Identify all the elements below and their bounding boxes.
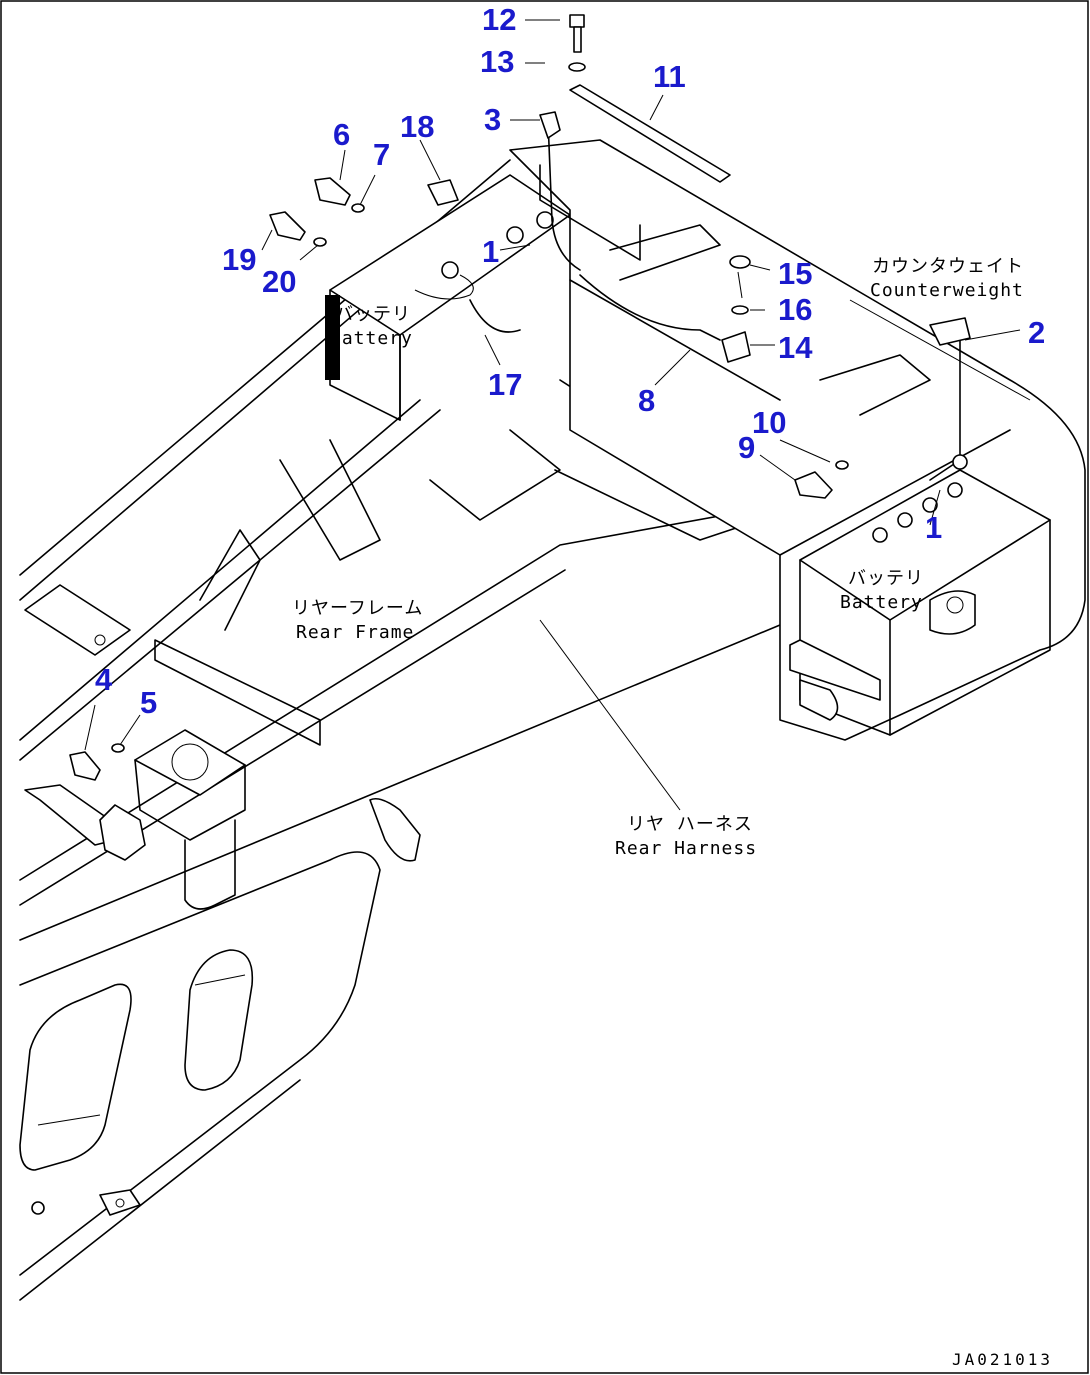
annotations: バッテリ Battery カウンタウェイト Counterweight バッテリ… [292,256,1053,1369]
callout-1-left: 1 [482,234,499,269]
harness-part-8 [579,274,721,341]
callout-3: 3 [484,102,501,137]
counterweight [509,139,1086,741]
plate-part-11 [569,84,731,183]
clamp-part-14 [721,331,751,363]
callout-11: 11 [653,59,686,94]
rear-harness-label-en: Rear Harness [615,838,757,859]
cap-part-15 [729,255,751,269]
bolt-part-9 [794,471,833,499]
leader-lines [84,19,1031,811]
inspection-hole-left [19,983,132,1171]
callout-labels: 12 13 11 3 6 7 18 19 20 1 17 2 15 16 14 … [95,2,1045,720]
callout-10: 10 [752,405,786,440]
harness-part-17 [469,299,521,333]
washer-part-16 [731,305,749,315]
rear-frame-structure [19,139,1086,1301]
bolt-part-6 [314,177,351,206]
callout-14: 14 [778,330,813,365]
rear-frame-label-en: Rear Frame [296,622,414,643]
bolt-part-4 [69,751,101,781]
callout-12: 12 [482,2,516,37]
washer-part-7 [351,203,365,213]
parts [69,14,971,781]
washer-part-20 [313,237,327,247]
washer-part-10 [835,460,849,470]
engine-mount [134,729,246,796]
washer-part-13 [568,62,586,72]
bolt-part-12 [569,14,585,53]
battery-left-label-en: Battery [330,328,413,349]
callout-6: 6 [333,117,350,152]
washer-part-5 [111,743,125,753]
callout-4: 4 [95,662,113,697]
callout-17: 17 [488,367,522,402]
clip-part-18 [427,179,459,206]
callout-13: 13 [480,44,514,79]
rear-frame-label-jp: リヤーフレーム [292,598,423,619]
cable-part-3 [547,119,581,271]
callout-9: 9 [738,430,755,465]
battery-right-label-jp: バッテリ [848,568,924,589]
inspection-hole-right [184,949,254,1091]
counterweight-label-en: Counterweight [870,280,1024,301]
bolt-part-19 [269,211,306,241]
battery-right-label-en: Battery [840,592,923,613]
callout-20: 20 [262,264,296,299]
callout-7: 7 [373,137,390,172]
callout-18: 18 [400,109,434,144]
drawing-code: JA021013 [952,1350,1053,1369]
callout-1-right: 1 [925,510,942,545]
rear-harness-label-jp: リヤ ハーネス [627,814,753,835]
callout-2: 2 [1028,315,1045,350]
battery-left-label-jp: バッテリ [335,304,411,325]
callout-16: 16 [778,292,812,327]
callout-5: 5 [140,685,157,720]
callout-19: 19 [222,242,256,277]
callout-8: 8 [638,383,655,418]
counterweight-label-jp: カウンタウェイト [872,256,1024,277]
callout-15: 15 [778,256,812,291]
